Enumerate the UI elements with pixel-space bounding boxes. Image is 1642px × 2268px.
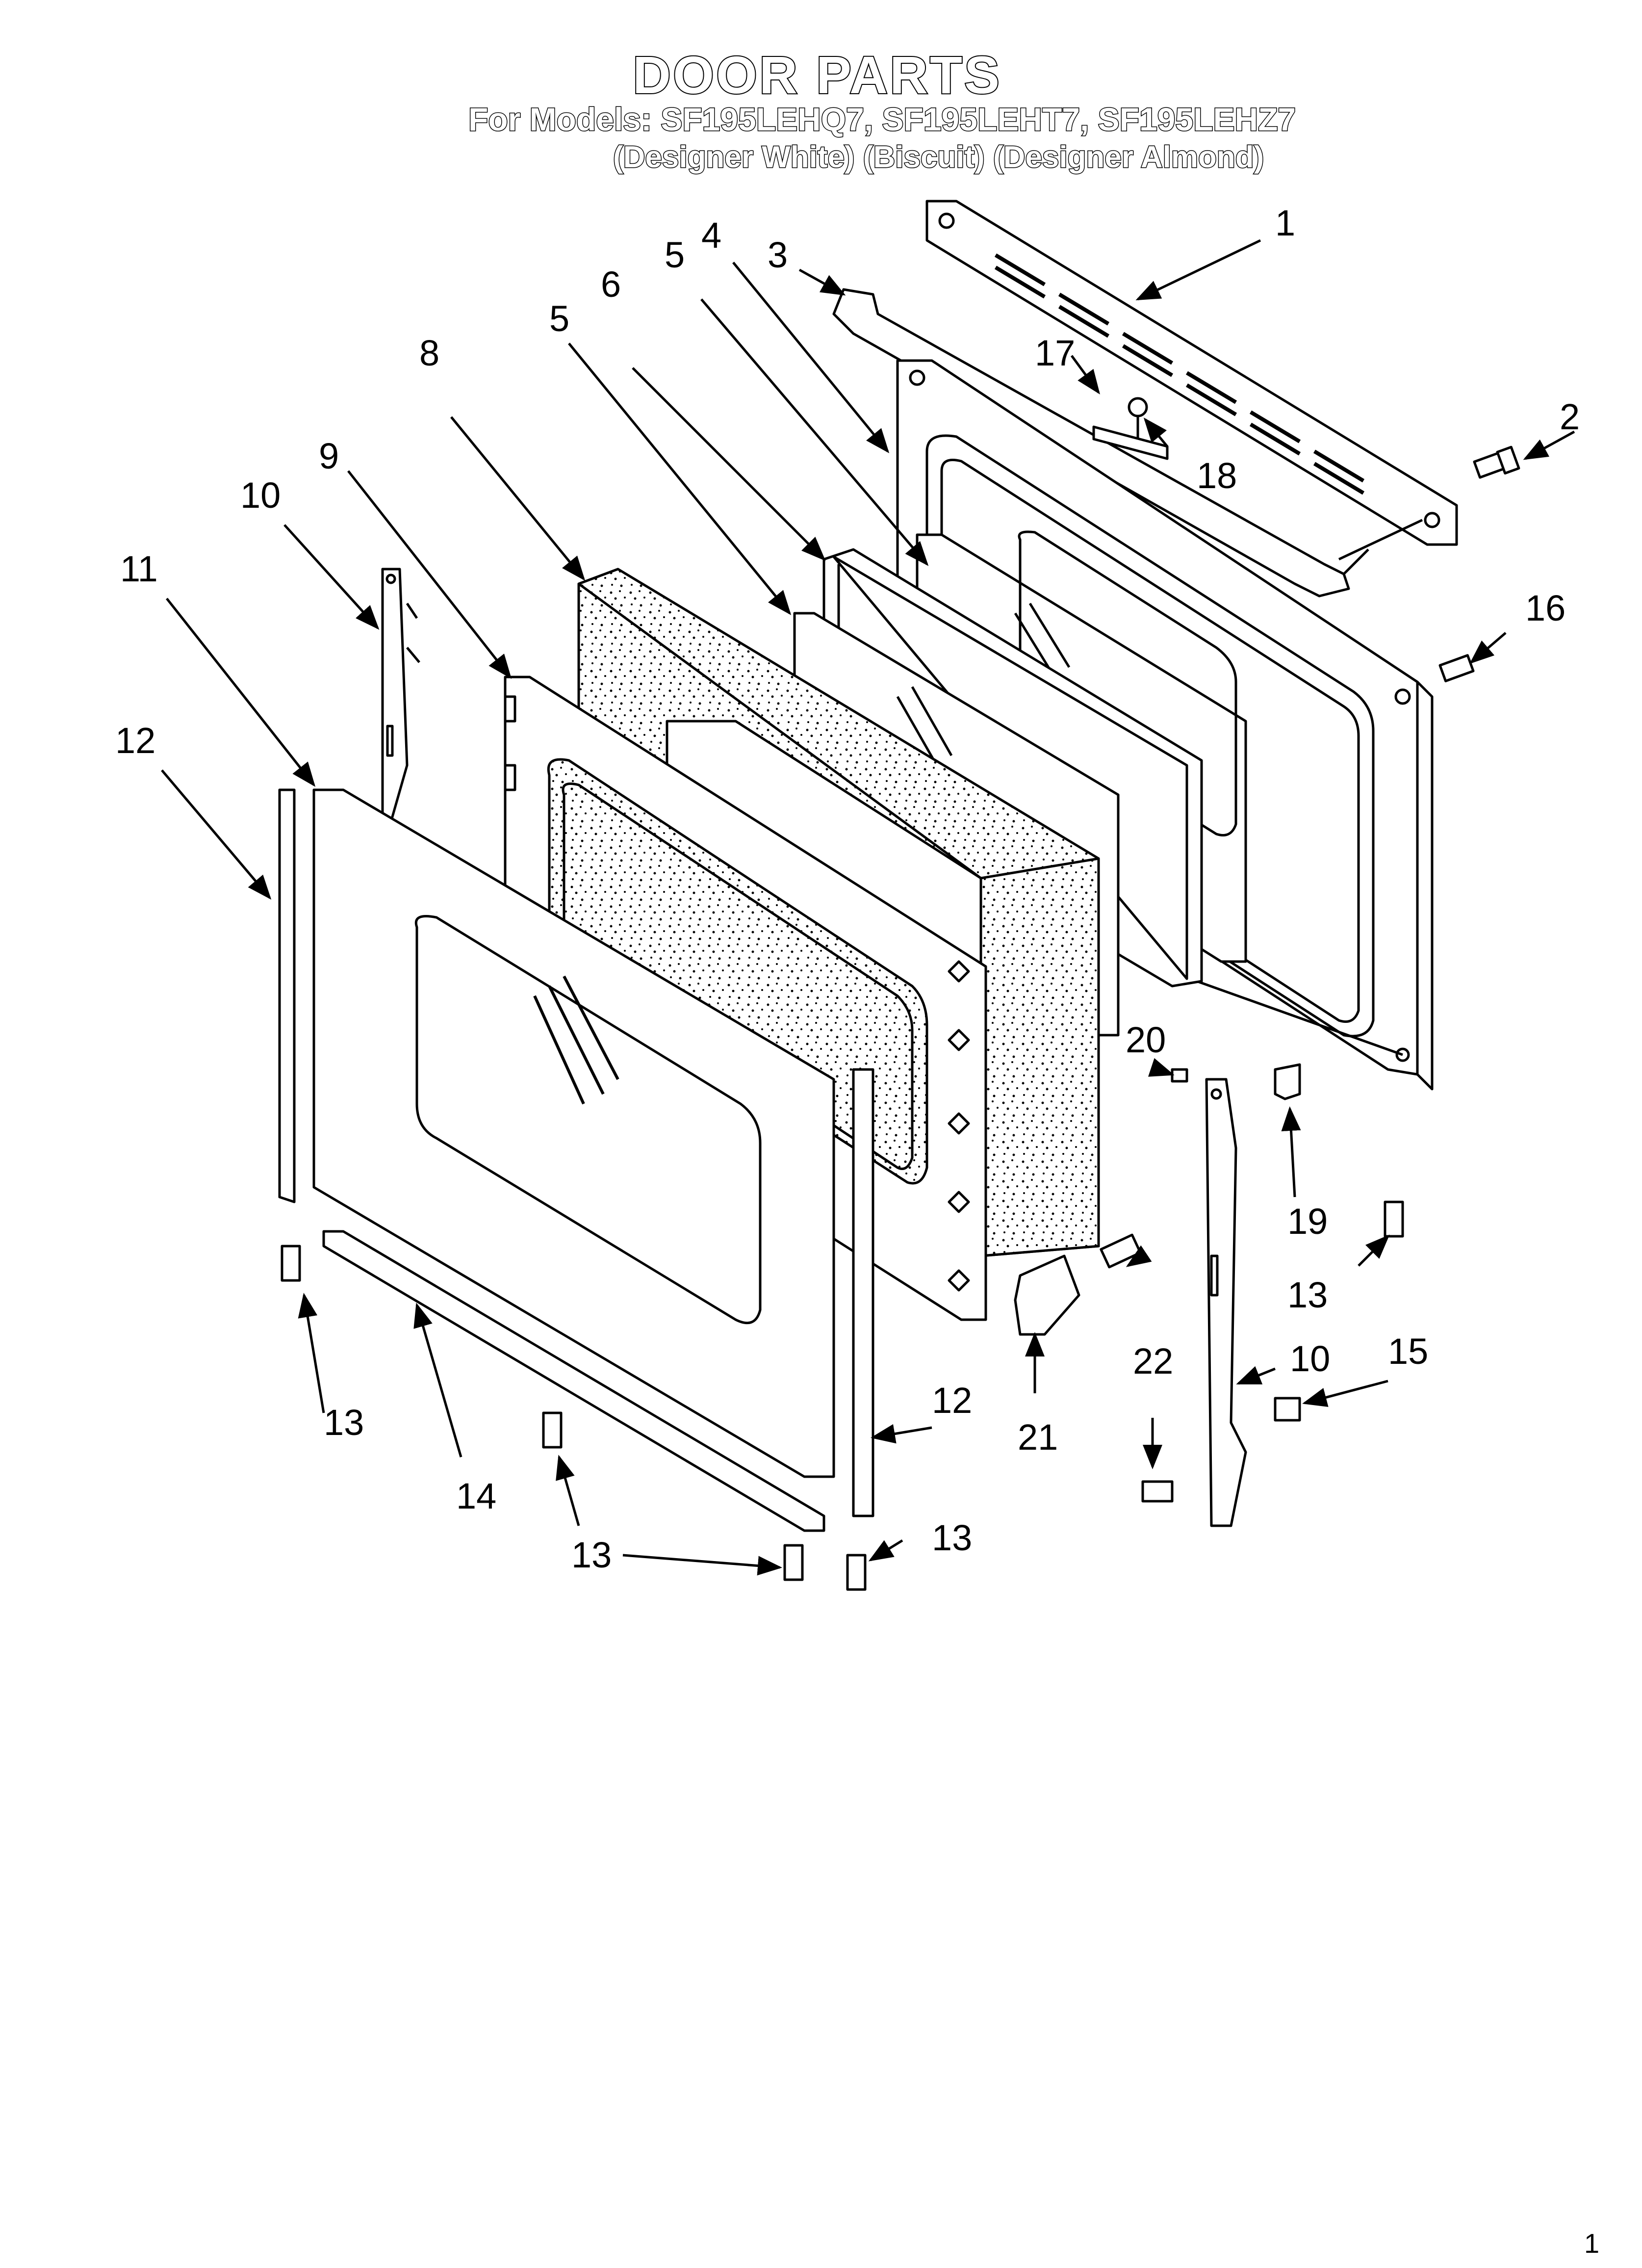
screw-16 (1438, 654, 1475, 682)
callout-5b: 5 (549, 298, 569, 339)
hinge-channel-right (1205, 1078, 1247, 1527)
callout-20: 20 (1126, 1019, 1166, 1060)
callout-16: 16 (1525, 588, 1565, 628)
screw-18 (1128, 397, 1148, 439)
callout-12-left: 12 (115, 720, 155, 761)
page-number: 1 (1584, 2228, 1600, 2259)
callout-12-right: 12 (932, 1380, 972, 1421)
door-handle (832, 288, 1423, 598)
callout-15: 15 (1388, 1331, 1428, 1372)
outer-glass-door (312, 788, 835, 1478)
callout-3: 3 (768, 235, 788, 275)
callout-6: 6 (601, 264, 621, 305)
callout-5a: 5 (665, 235, 685, 275)
callout-11: 11 (120, 548, 158, 589)
leader-lines (161, 239, 1575, 1576)
hinge-bracket (1014, 1254, 1080, 1336)
screw-2 (1473, 445, 1520, 479)
hinge-clip-15 (1274, 1397, 1301, 1422)
clip-17 (1092, 425, 1169, 460)
callout-13-d: 13 (1287, 1275, 1328, 1315)
callout-19: 19 (1287, 1201, 1328, 1242)
vent-trim (925, 200, 1458, 546)
model-colors: (Designer White) (Biscuit) (Designer Alm… (612, 140, 1264, 175)
hinge-clip-19 (1274, 1063, 1301, 1100)
callout-13-c: 13 (932, 1517, 972, 1558)
model-numbers: For Models: SF195LEHQ7, SF195LEHT7, SF19… (467, 101, 1296, 138)
screw-22 (1100, 1233, 1142, 1269)
callout-13-a: 13 (324, 1402, 364, 1443)
callout-13-b: 13 (571, 1535, 612, 1575)
side-trim-right (852, 1068, 874, 1517)
callout-4: 4 (701, 215, 721, 256)
side-trim-left (278, 788, 296, 1203)
pin-20 (1171, 1068, 1188, 1083)
callout-17: 17 (1035, 333, 1075, 373)
bottom-trim (322, 1230, 825, 1532)
page-title: DOOR PARTS (632, 44, 1002, 105)
callout-10-left: 10 (240, 475, 281, 516)
callout-1: 1 (1275, 203, 1295, 243)
callout-14: 14 (456, 1476, 496, 1516)
callout-9: 9 (319, 436, 339, 476)
callout-21: 21 (1018, 1417, 1058, 1458)
callout-10-right: 10 (1290, 1338, 1330, 1379)
screws-13 (281, 1200, 1404, 1591)
callout-18: 18 (1197, 455, 1237, 496)
hinge-channel-left (381, 568, 420, 835)
callout-8: 8 (419, 333, 439, 373)
callout-22: 22 (1133, 1341, 1173, 1382)
callout-2: 2 (1560, 396, 1580, 437)
callout-labels: 1 2 3 4 5 5 6 8 9 10 10 11 12 12 13 13 1… (115, 203, 1580, 1575)
